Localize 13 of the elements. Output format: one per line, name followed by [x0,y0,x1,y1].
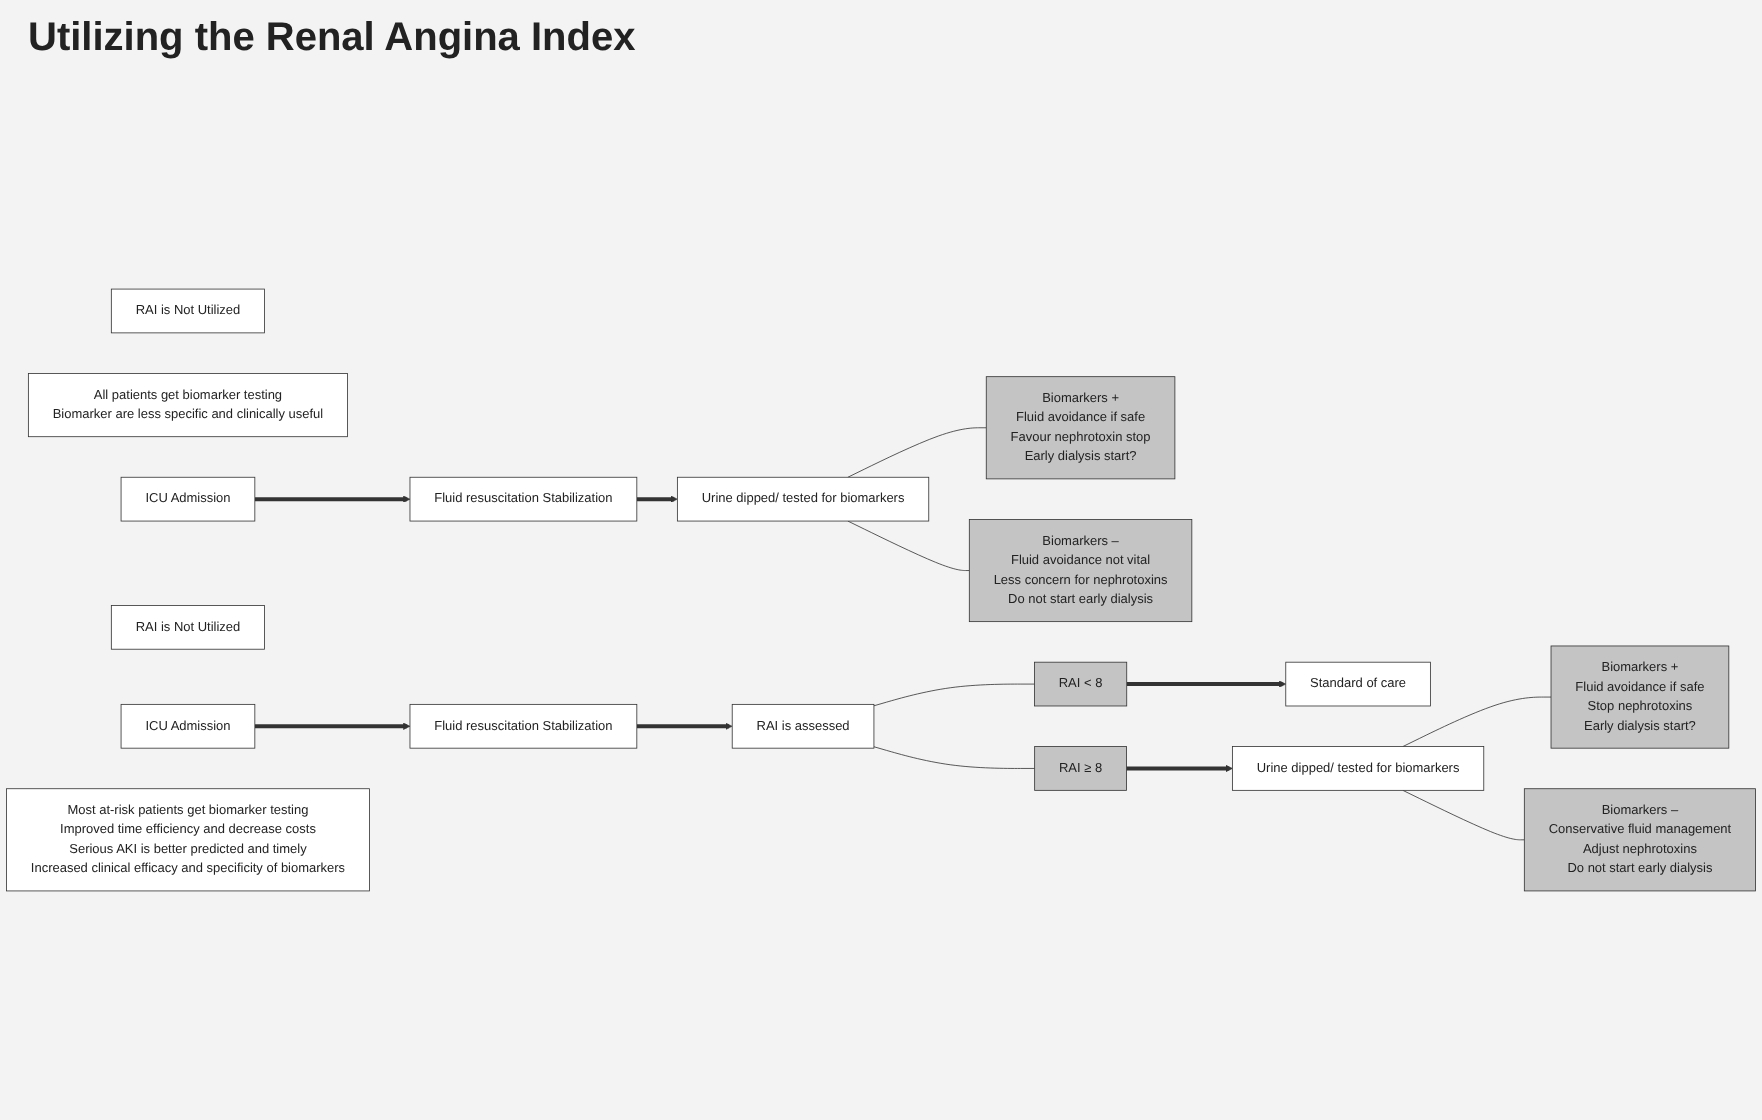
arrow [254,722,411,730]
connector [847,427,987,478]
connector [1402,696,1552,747]
connector [873,746,1036,769]
arrow [1126,764,1233,772]
arrow [254,495,411,503]
arrow [636,722,733,730]
diagram-title: Utilizing the Renal Angina Index [28,16,636,62]
connector [847,520,970,571]
arrow [1126,680,1287,688]
connector [873,683,1035,707]
connector [1402,789,1525,841]
arrow [636,495,678,503]
